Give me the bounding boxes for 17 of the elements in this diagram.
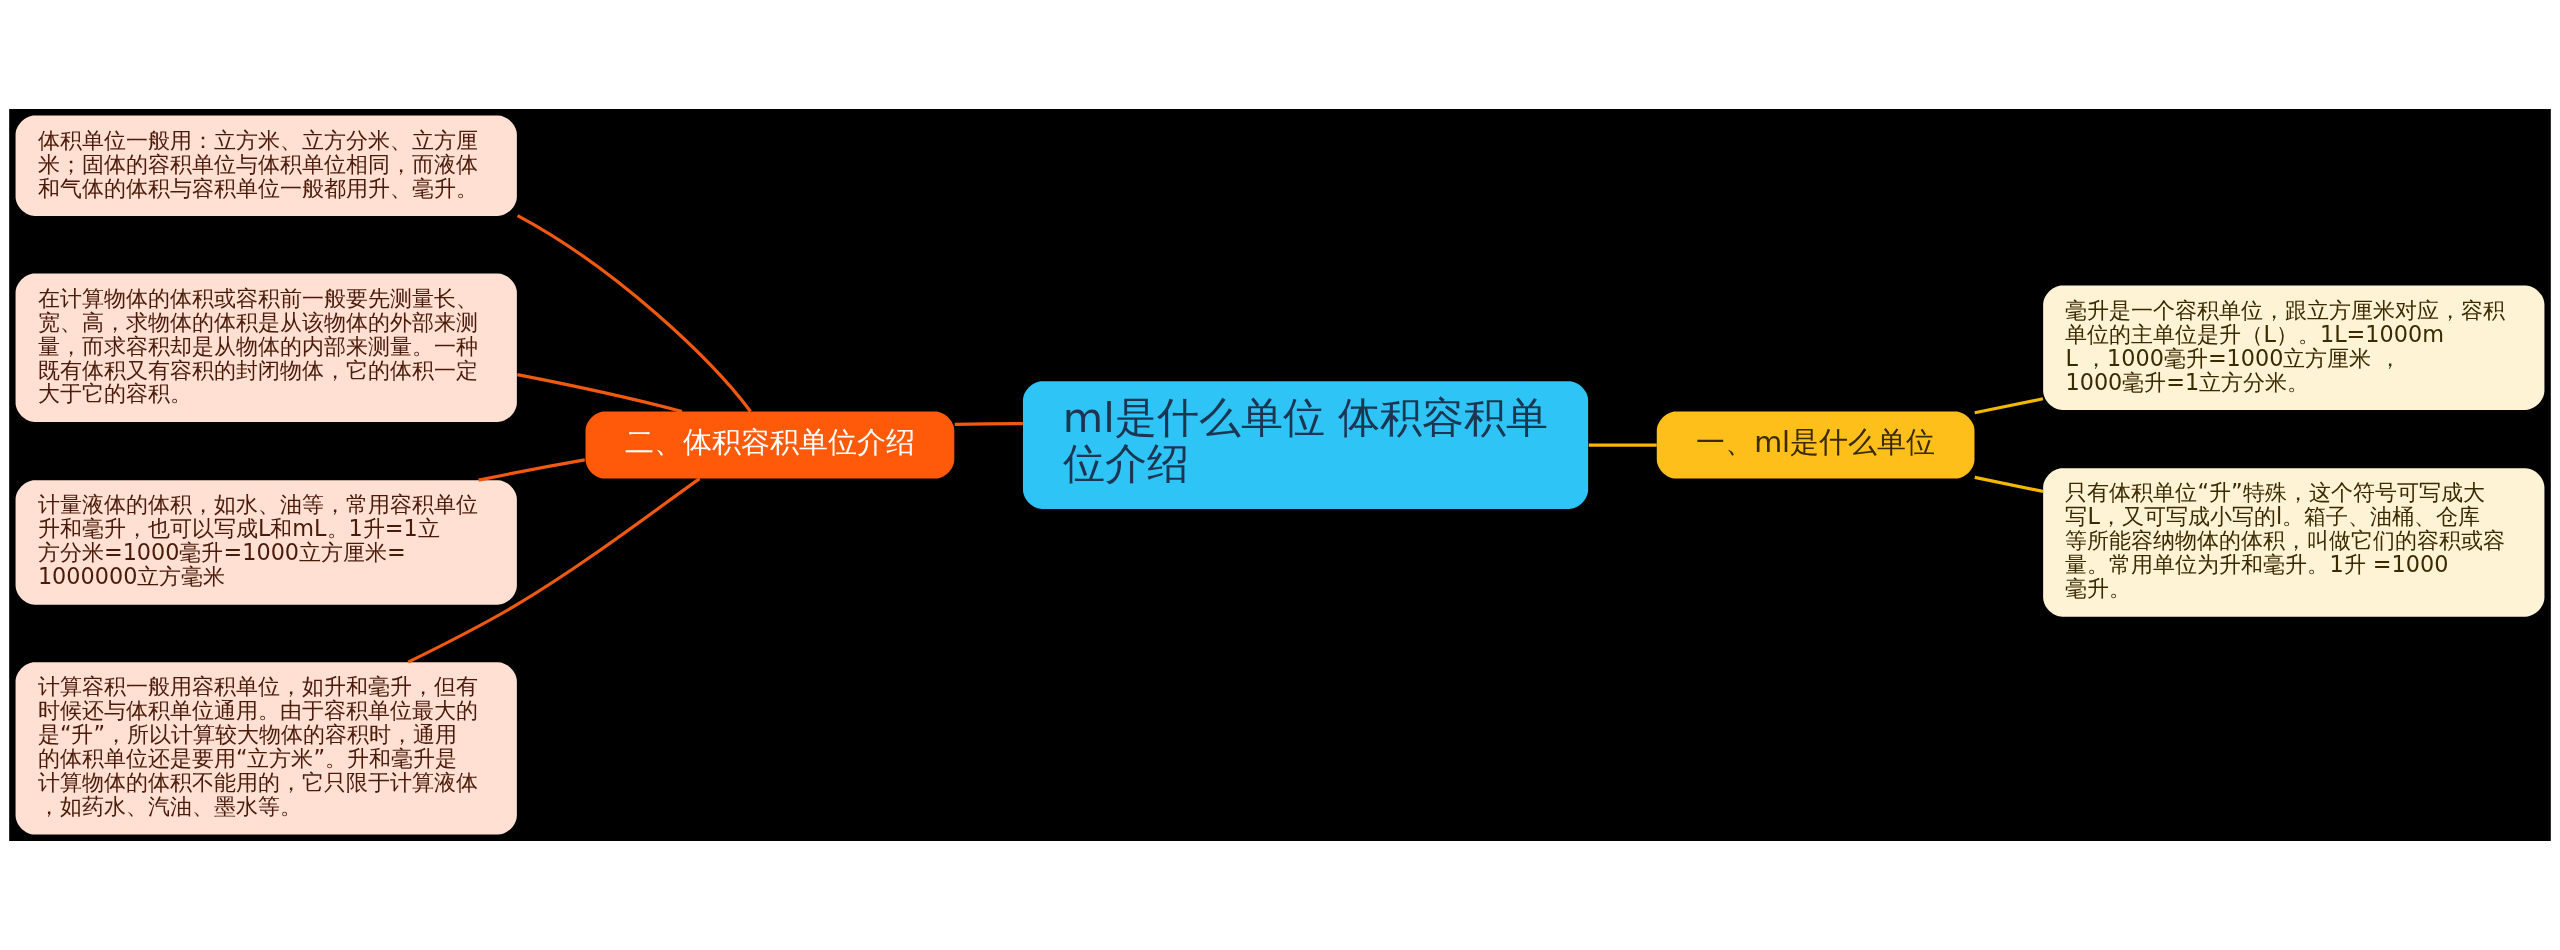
- connector: [516, 214, 752, 413]
- connector: [1974, 397, 2044, 415]
- node-box: 毫升是一个容积单位，跟立方厘米对应，容积单位的主单位是升（L）。1L=1000mL ，1000毫升=1000立方厘米 ，1000毫升=1立方分米。: [2043, 285, 2545, 410]
- node-box: 体积单位一般用：立方米、立方分米、立方厘米；固体的容积单位与体积单位相同，而液体和气体的体积与容积单位一般都用升、毫升。: [15, 115, 517, 216]
- node-box: 二、体积容积单位介绍: [585, 411, 955, 479]
- connector: [478, 458, 585, 482]
- node-box: 只有体积单位“升”特殊，这个符号可写成大写L，又可写成小写的l。箱子、油桶、仓库等所能容纳物体的体积，叫做它们的容积或容量。常用单位为升和毫升。1升 =1000毫升。: [2043, 468, 2545, 617]
- connector: [954, 421, 1023, 427]
- connector: [1974, 475, 2044, 493]
- connector: [1588, 443, 1657, 447]
- node-box: 一、ml是什么单位: [1656, 411, 1975, 479]
- connector: [407, 477, 701, 664]
- node-box: 计算容积一般用容积单位，如升和毫升，但有时候还与体积单位通用。由于容积单位最大的是“升”，所以计算较大物体的容积时，通用的体积单位还是要用“立方米”。升和毫升是计算物体的体积不能用的，它只限于计算液体，如药水、汽油、墨水等。: [15, 662, 517, 835]
- node-box: 在计算物体的体积或容积前一般要先测量长、宽、高，求物体的体积是从该物体的外部来测量，而求容积却是从物体的内部来测量。一种既有体积又有容积的封闭物体，它的体积一定大于它的容积。: [15, 273, 517, 422]
- node-box: 计量液体的体积，如水、油等，常用容积单位升和毫升，也可以写成L和mL。1升=1立方分米=1000毫升=1000立方厘米=1000000立方毫米: [15, 480, 517, 605]
- node-box: ml是什么单位 体积容积单位介绍: [1022, 381, 1589, 509]
- connector: [517, 373, 683, 414]
